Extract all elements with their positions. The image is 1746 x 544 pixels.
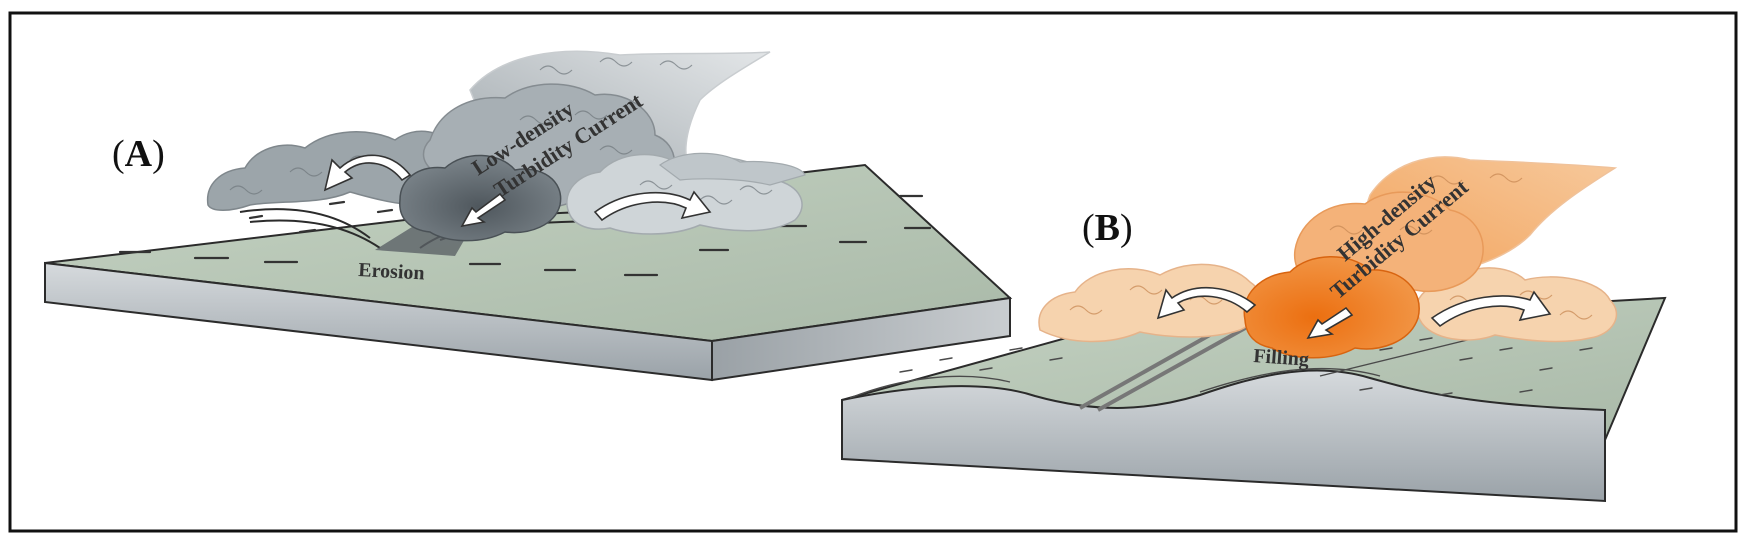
panel-a-dense-core (399, 154, 562, 242)
panel-a-process-label: Erosion (358, 259, 425, 284)
panel-a: (A) Low-density Turbidity Current Erosio… (44, 50, 1013, 382)
panel-b-left-curved-arrow (1156, 286, 1257, 320)
panel-b-downslope-arrow (1306, 306, 1354, 340)
panel-a-slab-end (711, 296, 1011, 382)
panel-a-erosion-scour (239, 208, 641, 249)
panel-b-right-curved-arrow (1430, 290, 1552, 328)
panel-b-cloud-left (1038, 263, 1263, 343)
panel-b-seafloor-marks (899, 337, 1593, 396)
panel-b: (B) High-density Turbidity Current Filli… (841, 156, 1667, 503)
figure-frame (8, 11, 1738, 533)
panel-a-cloud-far-right (658, 152, 806, 186)
panel-b-dense-core (1243, 256, 1420, 359)
panel-b-process-label: Filling (1253, 345, 1310, 371)
panel-a-label: (A) (112, 133, 165, 175)
panel-a-downslope-arrow (460, 192, 507, 228)
panel-a-left-curved-arrow (323, 154, 412, 192)
panel-a-right-curved-arrow (593, 190, 712, 222)
panel-b-label: (B) (1082, 207, 1133, 249)
panel-a-seafloor-marks (118, 194, 932, 277)
panel-b-slab-front (841, 369, 1606, 503)
